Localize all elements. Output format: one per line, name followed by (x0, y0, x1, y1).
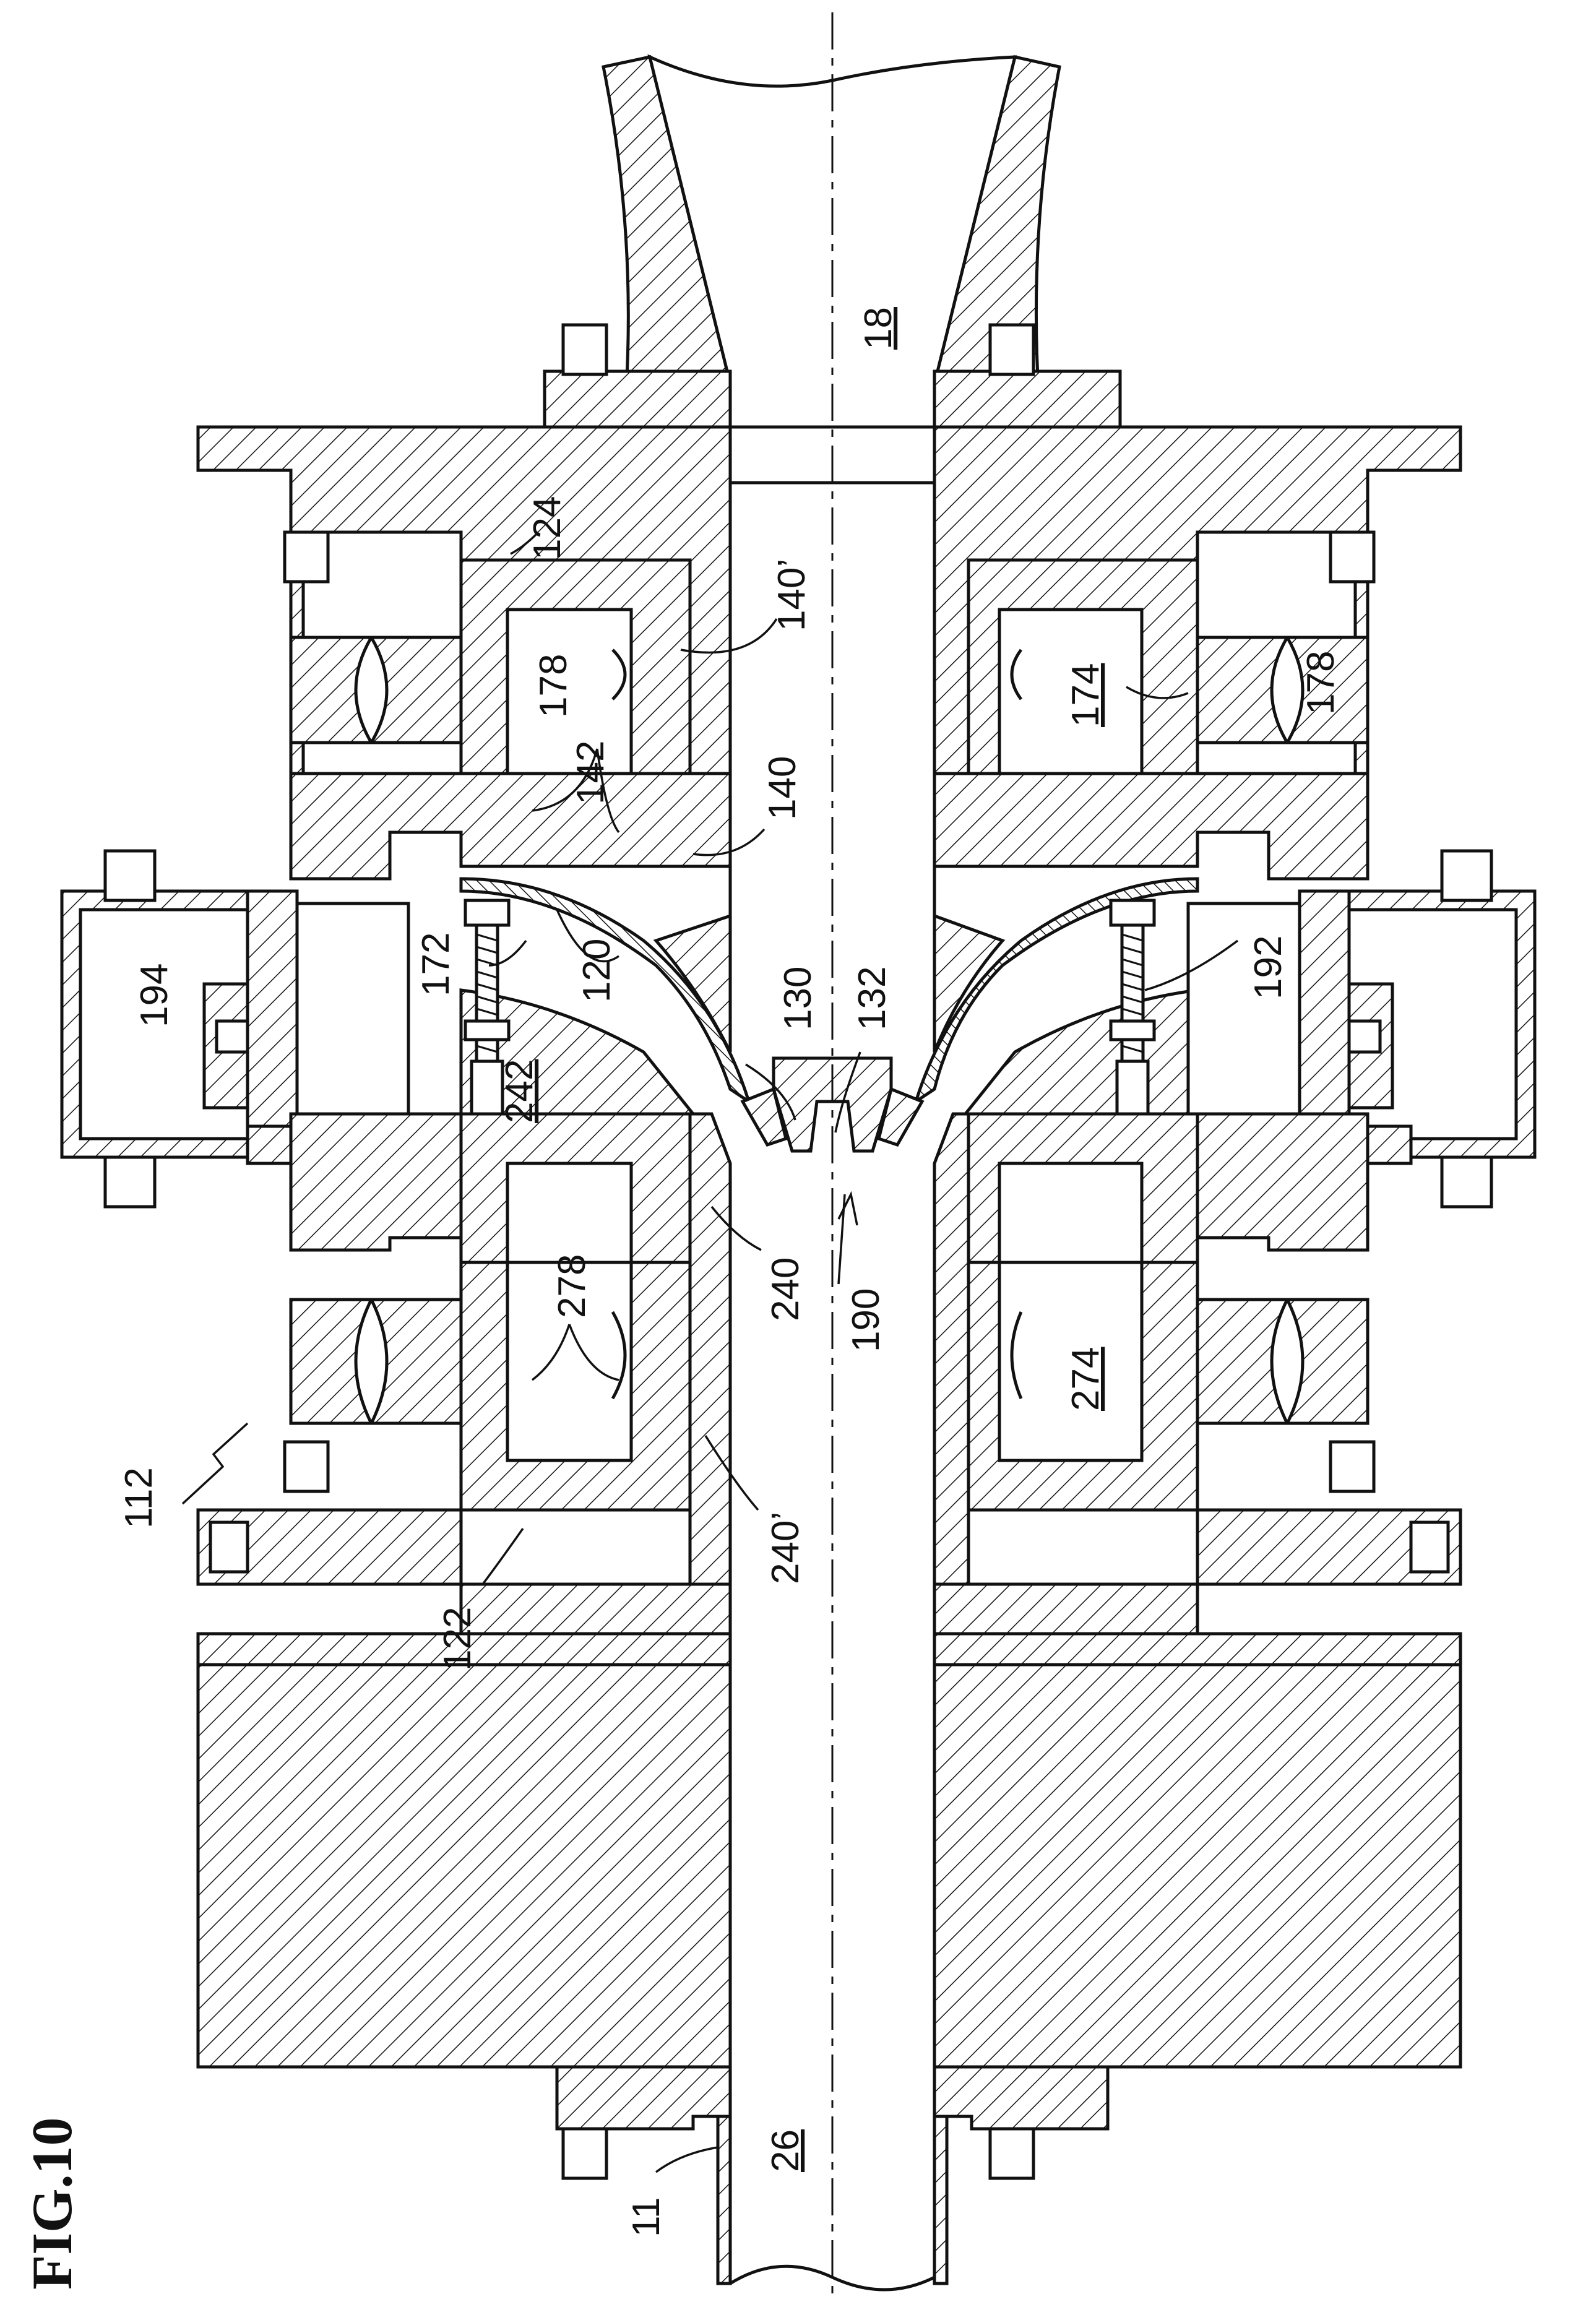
label-18: 18 (857, 307, 900, 350)
upper-horn-flange (543, 323, 1122, 429)
label-132: 132 (851, 967, 894, 1030)
label-120: 120 (576, 939, 618, 1003)
side-actuator-194-right (1186, 849, 1537, 1209)
upper-housing (196, 425, 1462, 775)
label-278: 278 (551, 1254, 593, 1318)
label-178-left: 178 (532, 654, 575, 718)
label-26: 26 (764, 2129, 807, 2172)
label-174: 174 (1064, 663, 1107, 727)
figure-title: FIG.10 (20, 2117, 84, 2290)
label-142: 142 (569, 741, 612, 804)
label-240: 240 (764, 1257, 807, 1321)
upper-horn-tube (602, 54, 1061, 429)
label-240-prime: 240’ (764, 1512, 807, 1584)
label-124: 124 (526, 496, 569, 560)
label-178-right: 178 (1300, 651, 1342, 715)
label-194: 194 (133, 964, 176, 1027)
upper-spacer-posts (289, 636, 1370, 744)
label-11: 11 (625, 2197, 668, 2237)
label-242: 242 (498, 1059, 541, 1123)
label-112: 112 (118, 1467, 160, 1529)
valve-seat-130-132 (740, 1056, 925, 1153)
lower-tube-26 (555, 2065, 1110, 2292)
lower-spacer-posts (283, 1298, 1376, 1493)
label-140-prime: 140’ (770, 559, 813, 631)
lower-flange-ring (196, 1508, 1462, 1667)
label-274: 274 (1064, 1347, 1107, 1411)
label-140: 140 (761, 756, 804, 820)
leader-lines (181, 531, 1239, 2173)
label-122: 122 (436, 1607, 479, 1671)
label-172: 172 (415, 933, 457, 996)
label-130: 130 (777, 967, 819, 1030)
reference-labels: 18 26 11 112 124 122 140’ 140 142 178 17… (20, 307, 1342, 2290)
label-190: 190 (845, 1288, 887, 1352)
side-actuator-194-left (60, 849, 463, 1209)
label-192: 192 (1247, 936, 1290, 999)
base-block (196, 1632, 1462, 2069)
lower-coil-housing-122 (459, 1112, 1199, 1512)
